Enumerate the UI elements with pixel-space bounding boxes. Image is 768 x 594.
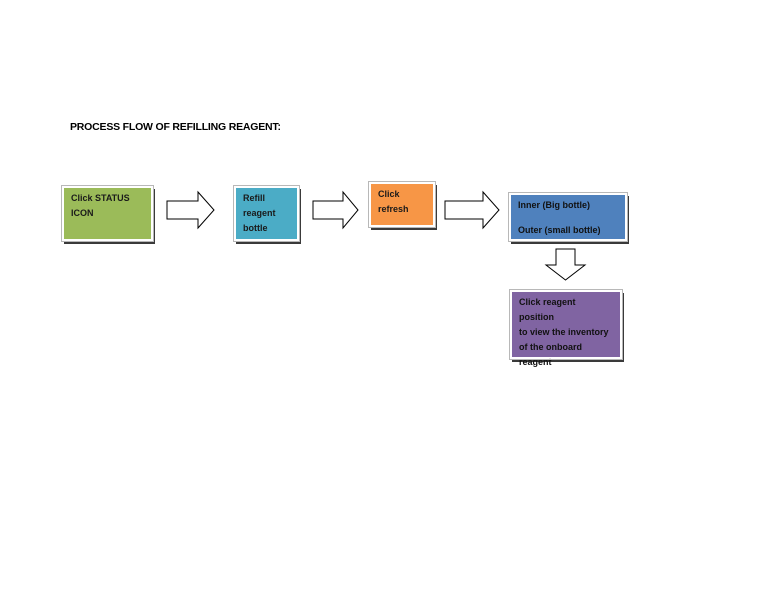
step-label-line: reagent bbox=[519, 357, 552, 367]
step-refill-reagent-bottle: Refill reagent bottle bbox=[233, 185, 300, 242]
right-arrow-icon bbox=[312, 190, 359, 230]
step-click-status-icon: Click STATUS ICON bbox=[61, 185, 154, 242]
step-label-line: ICON bbox=[71, 208, 94, 218]
step-label-line: Refill bbox=[243, 193, 266, 203]
step-label-line: Click bbox=[378, 189, 400, 199]
down-arrow-icon bbox=[544, 248, 587, 281]
step-label-line: Click reagent position bbox=[519, 297, 576, 322]
step-view-reagent-inventory: Click reagent position to view the inven… bbox=[509, 289, 623, 367]
step-label-line: Click STATUS bbox=[71, 193, 130, 203]
step-label-line: Inner (Big bottle) bbox=[518, 200, 590, 210]
step-label-line: refresh bbox=[378, 204, 409, 214]
diagram-title: PROCESS FLOW OF REFILLING REAGENT: bbox=[70, 121, 281, 133]
right-arrow-icon bbox=[166, 190, 215, 230]
step-click-refresh: Click refresh bbox=[368, 181, 436, 228]
step-label-line: reagent bbox=[243, 208, 276, 218]
step-label-line: Outer (small bottle) bbox=[518, 225, 601, 235]
step-bottle-types: Inner (Big bottle) Outer (small bottle) bbox=[508, 192, 628, 242]
right-arrow-icon bbox=[444, 190, 500, 230]
step-label-line: to view the inventory bbox=[519, 327, 609, 337]
step-label-line: bottle bbox=[243, 223, 268, 233]
step-label-line: of the onboard bbox=[519, 342, 582, 352]
